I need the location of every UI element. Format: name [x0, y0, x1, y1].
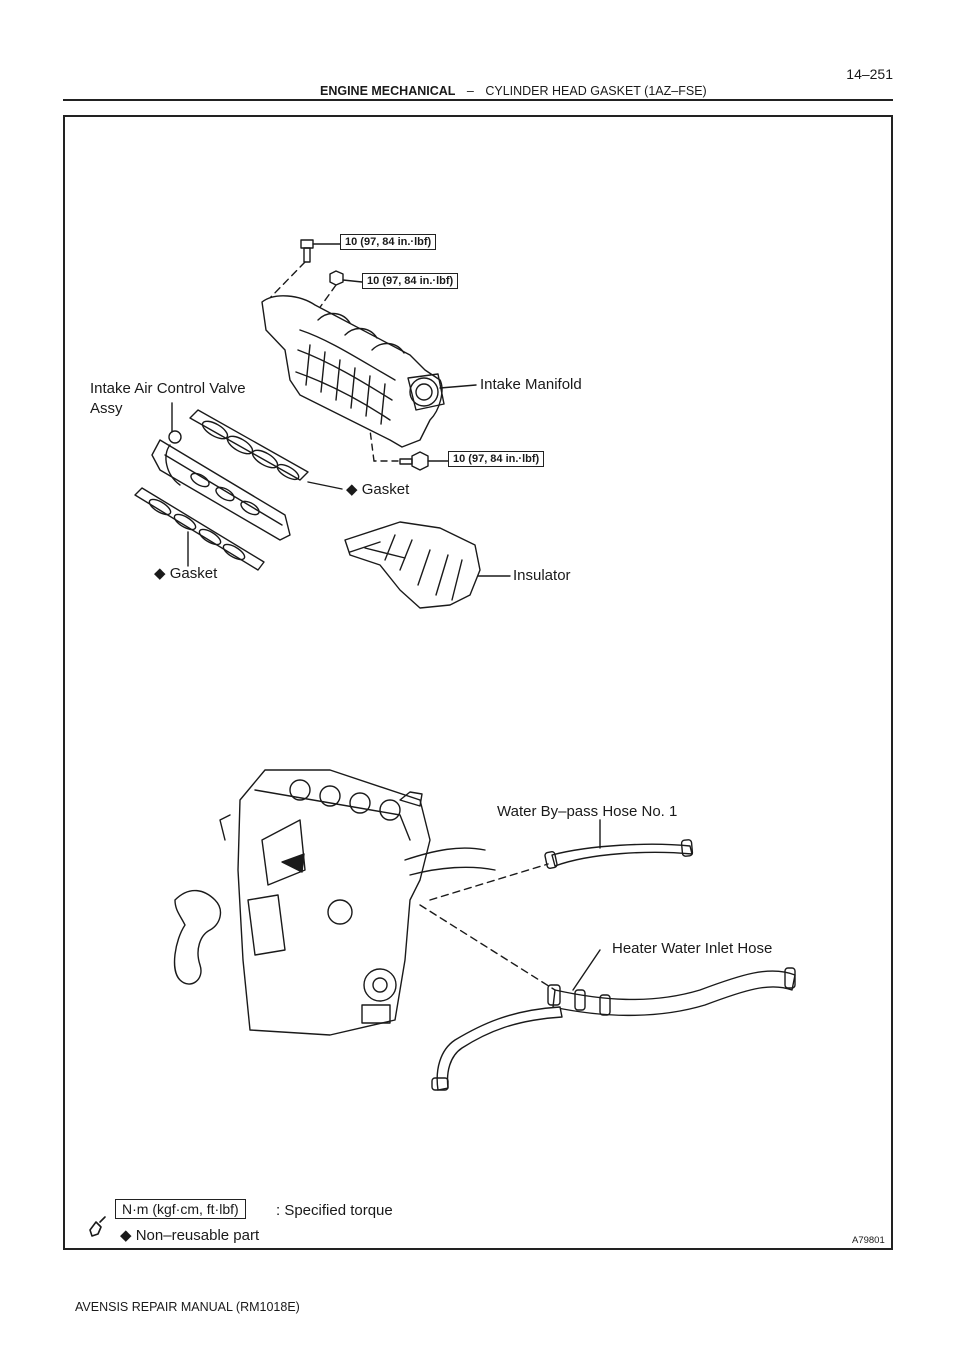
label-gasket-upper: ◆ Gasket: [346, 480, 409, 498]
legend-non-reusable: ◆ Non–reusable part: [120, 1226, 259, 1244]
footer-manual-name: AVENSIS REPAIR MANUAL (RM1018E): [75, 1300, 300, 1314]
heater-hose-guide: [419, 904, 556, 991]
label-insulator: Insulator: [513, 567, 571, 584]
upper-gasket-drawing: [189, 409, 309, 481]
label-heater-hose: Heater Water Inlet Hose: [612, 940, 773, 957]
lower-gasket-drawing: [134, 487, 265, 571]
intake-manifold-leader: [439, 384, 477, 389]
legend-torque-icon: [89, 1216, 106, 1237]
header-separator: –: [466, 84, 474, 98]
intake-manifold-drawing: [261, 295, 445, 448]
non-reusable-icon: ◆: [120, 1227, 132, 1244]
gasket-lower-text: Gasket: [169, 565, 218, 582]
page-number: 14–251: [846, 66, 893, 82]
bolt-2: [329, 270, 363, 286]
non-reusable-icon: ◆: [346, 481, 358, 498]
non-reusable-icon: ◆: [154, 565, 166, 582]
bypass-hose-drawing: [544, 839, 694, 870]
upper-gasket-leader: [307, 481, 343, 490]
label-intake-manifold: Intake Manifold: [480, 376, 582, 393]
figure-frame: [63, 115, 893, 1250]
figure-number: A79801: [852, 1235, 885, 1246]
insulator-drawing: [344, 521, 481, 609]
header-title: ENGINE MECHANICAL – CYLINDER HEAD GASKET…: [320, 84, 707, 98]
legend-torque-unit: N·m (kgf·cm, ft·lbf): [115, 1199, 246, 1219]
gasket-upper-text: Gasket: [361, 481, 410, 498]
bolt-3: [399, 451, 449, 471]
bolt-2-guide: [317, 284, 337, 311]
header-section: ENGINE MECHANICAL: [320, 84, 456, 98]
torque-callout-3: 10 (97, 84 in.·lbf): [448, 451, 545, 467]
heater-hose-drawing: [431, 967, 796, 1091]
header-rule: [63, 99, 893, 101]
label-gasket-lower: ◆ Gasket: [154, 564, 217, 582]
bolt-3-guide-2: [369, 429, 375, 462]
bypass-hose-guide: [429, 863, 549, 901]
torque-callout-2: 10 (97, 84 in.·lbf): [362, 273, 459, 289]
label-iacv-line2: Assy: [90, 400, 123, 417]
label-bypass-hose: Water By–pass Hose No. 1: [497, 803, 678, 820]
legend-non-reusable-text: Non–reusable part: [135, 1227, 260, 1244]
header-subsection: CYLINDER HEAD GASKET (1AZ–FSE): [485, 84, 707, 98]
heater-hose-leader: [572, 949, 601, 991]
engine-block-drawing: [173, 769, 496, 1036]
label-iacv-line1: Intake Air Control Valve: [90, 380, 246, 397]
bolt-1-guide: [267, 261, 306, 301]
legend-torque-desc: : Specified torque: [276, 1202, 393, 1219]
iacv-drawing: [151, 430, 291, 541]
bolt-1: [300, 239, 341, 263]
torque-callout-1: 10 (97, 84 in.·lbf): [340, 234, 437, 250]
